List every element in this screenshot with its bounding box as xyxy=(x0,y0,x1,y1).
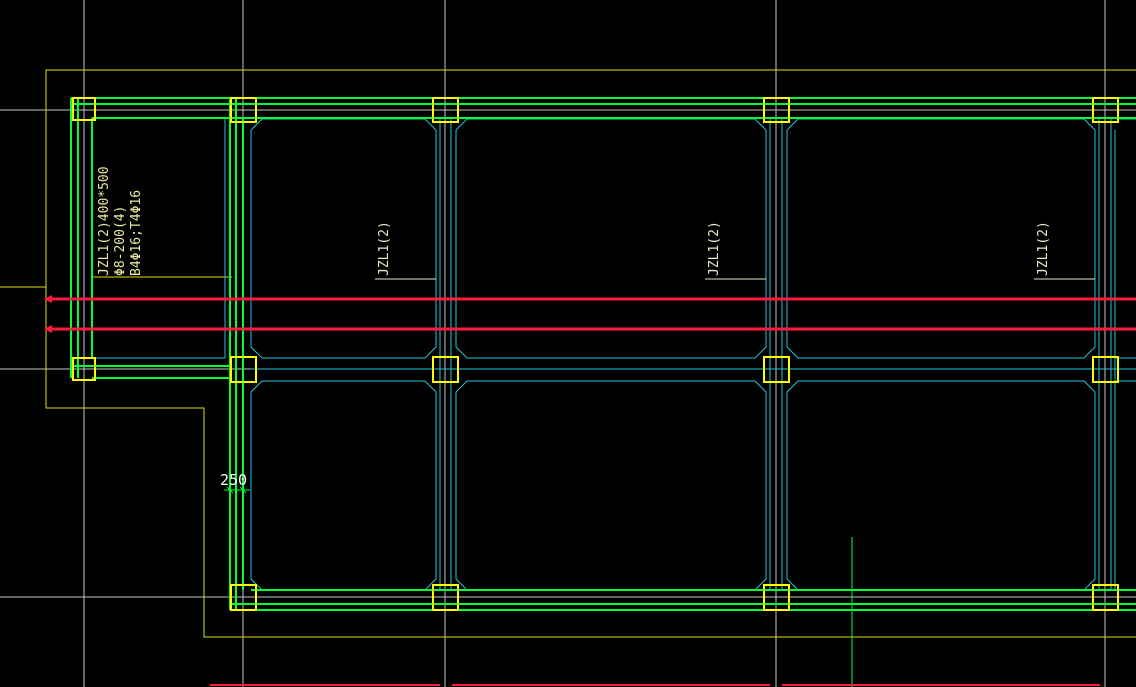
column-E2[interactable] xyxy=(1092,356,1119,383)
beam-main-label-1[interactable]: JZL1(2)400*500 xyxy=(97,166,112,276)
dimension-250[interactable]: 250 xyxy=(220,471,250,494)
beam-main-label-2[interactable]: Φ8-200(4) xyxy=(113,206,128,276)
column-D1[interactable] xyxy=(763,97,790,123)
dimension-tick-1 xyxy=(226,486,234,494)
panel-c xyxy=(455,118,767,359)
dimension-tick-2 xyxy=(239,486,247,494)
column-A1[interactable] xyxy=(72,97,96,121)
columns[interactable] xyxy=(72,97,1119,611)
beam-bay3-label[interactable]: JZL1(2) xyxy=(1036,221,1051,276)
column-D2[interactable] xyxy=(763,356,790,383)
dimension-text: 250 xyxy=(220,471,247,489)
column-D3[interactable] xyxy=(763,584,790,611)
panel-d xyxy=(786,118,1096,359)
column-B2[interactable] xyxy=(230,356,257,383)
column-C1[interactable] xyxy=(432,97,459,123)
section-marker-1 xyxy=(44,295,52,303)
column-B3[interactable] xyxy=(230,584,257,611)
beam-bay2-label[interactable]: JZL1(2) xyxy=(707,221,722,276)
column-C3[interactable] xyxy=(432,584,459,611)
column-E3[interactable] xyxy=(1092,584,1119,611)
panel-b xyxy=(250,118,437,359)
column-C2[interactable] xyxy=(432,356,459,383)
section-lines xyxy=(46,297,1136,331)
column-E1[interactable] xyxy=(1092,97,1119,123)
beam-main-label-3[interactable]: B4Φ16;T4Φ16 xyxy=(129,190,144,276)
interior-beam-edges xyxy=(251,119,1136,590)
beam-labels: JZL1(2)400*500 Φ8-200(4) B4Φ16;T4Φ16 JZL… xyxy=(97,166,1051,276)
section-markers xyxy=(44,295,52,333)
column-A2[interactable] xyxy=(72,357,96,381)
beam-bay1-label[interactable]: JZL1(2) xyxy=(377,221,392,276)
section-marker-2 xyxy=(44,325,52,333)
foundation-outline xyxy=(45,69,1136,638)
column-B1[interactable] xyxy=(230,97,257,123)
